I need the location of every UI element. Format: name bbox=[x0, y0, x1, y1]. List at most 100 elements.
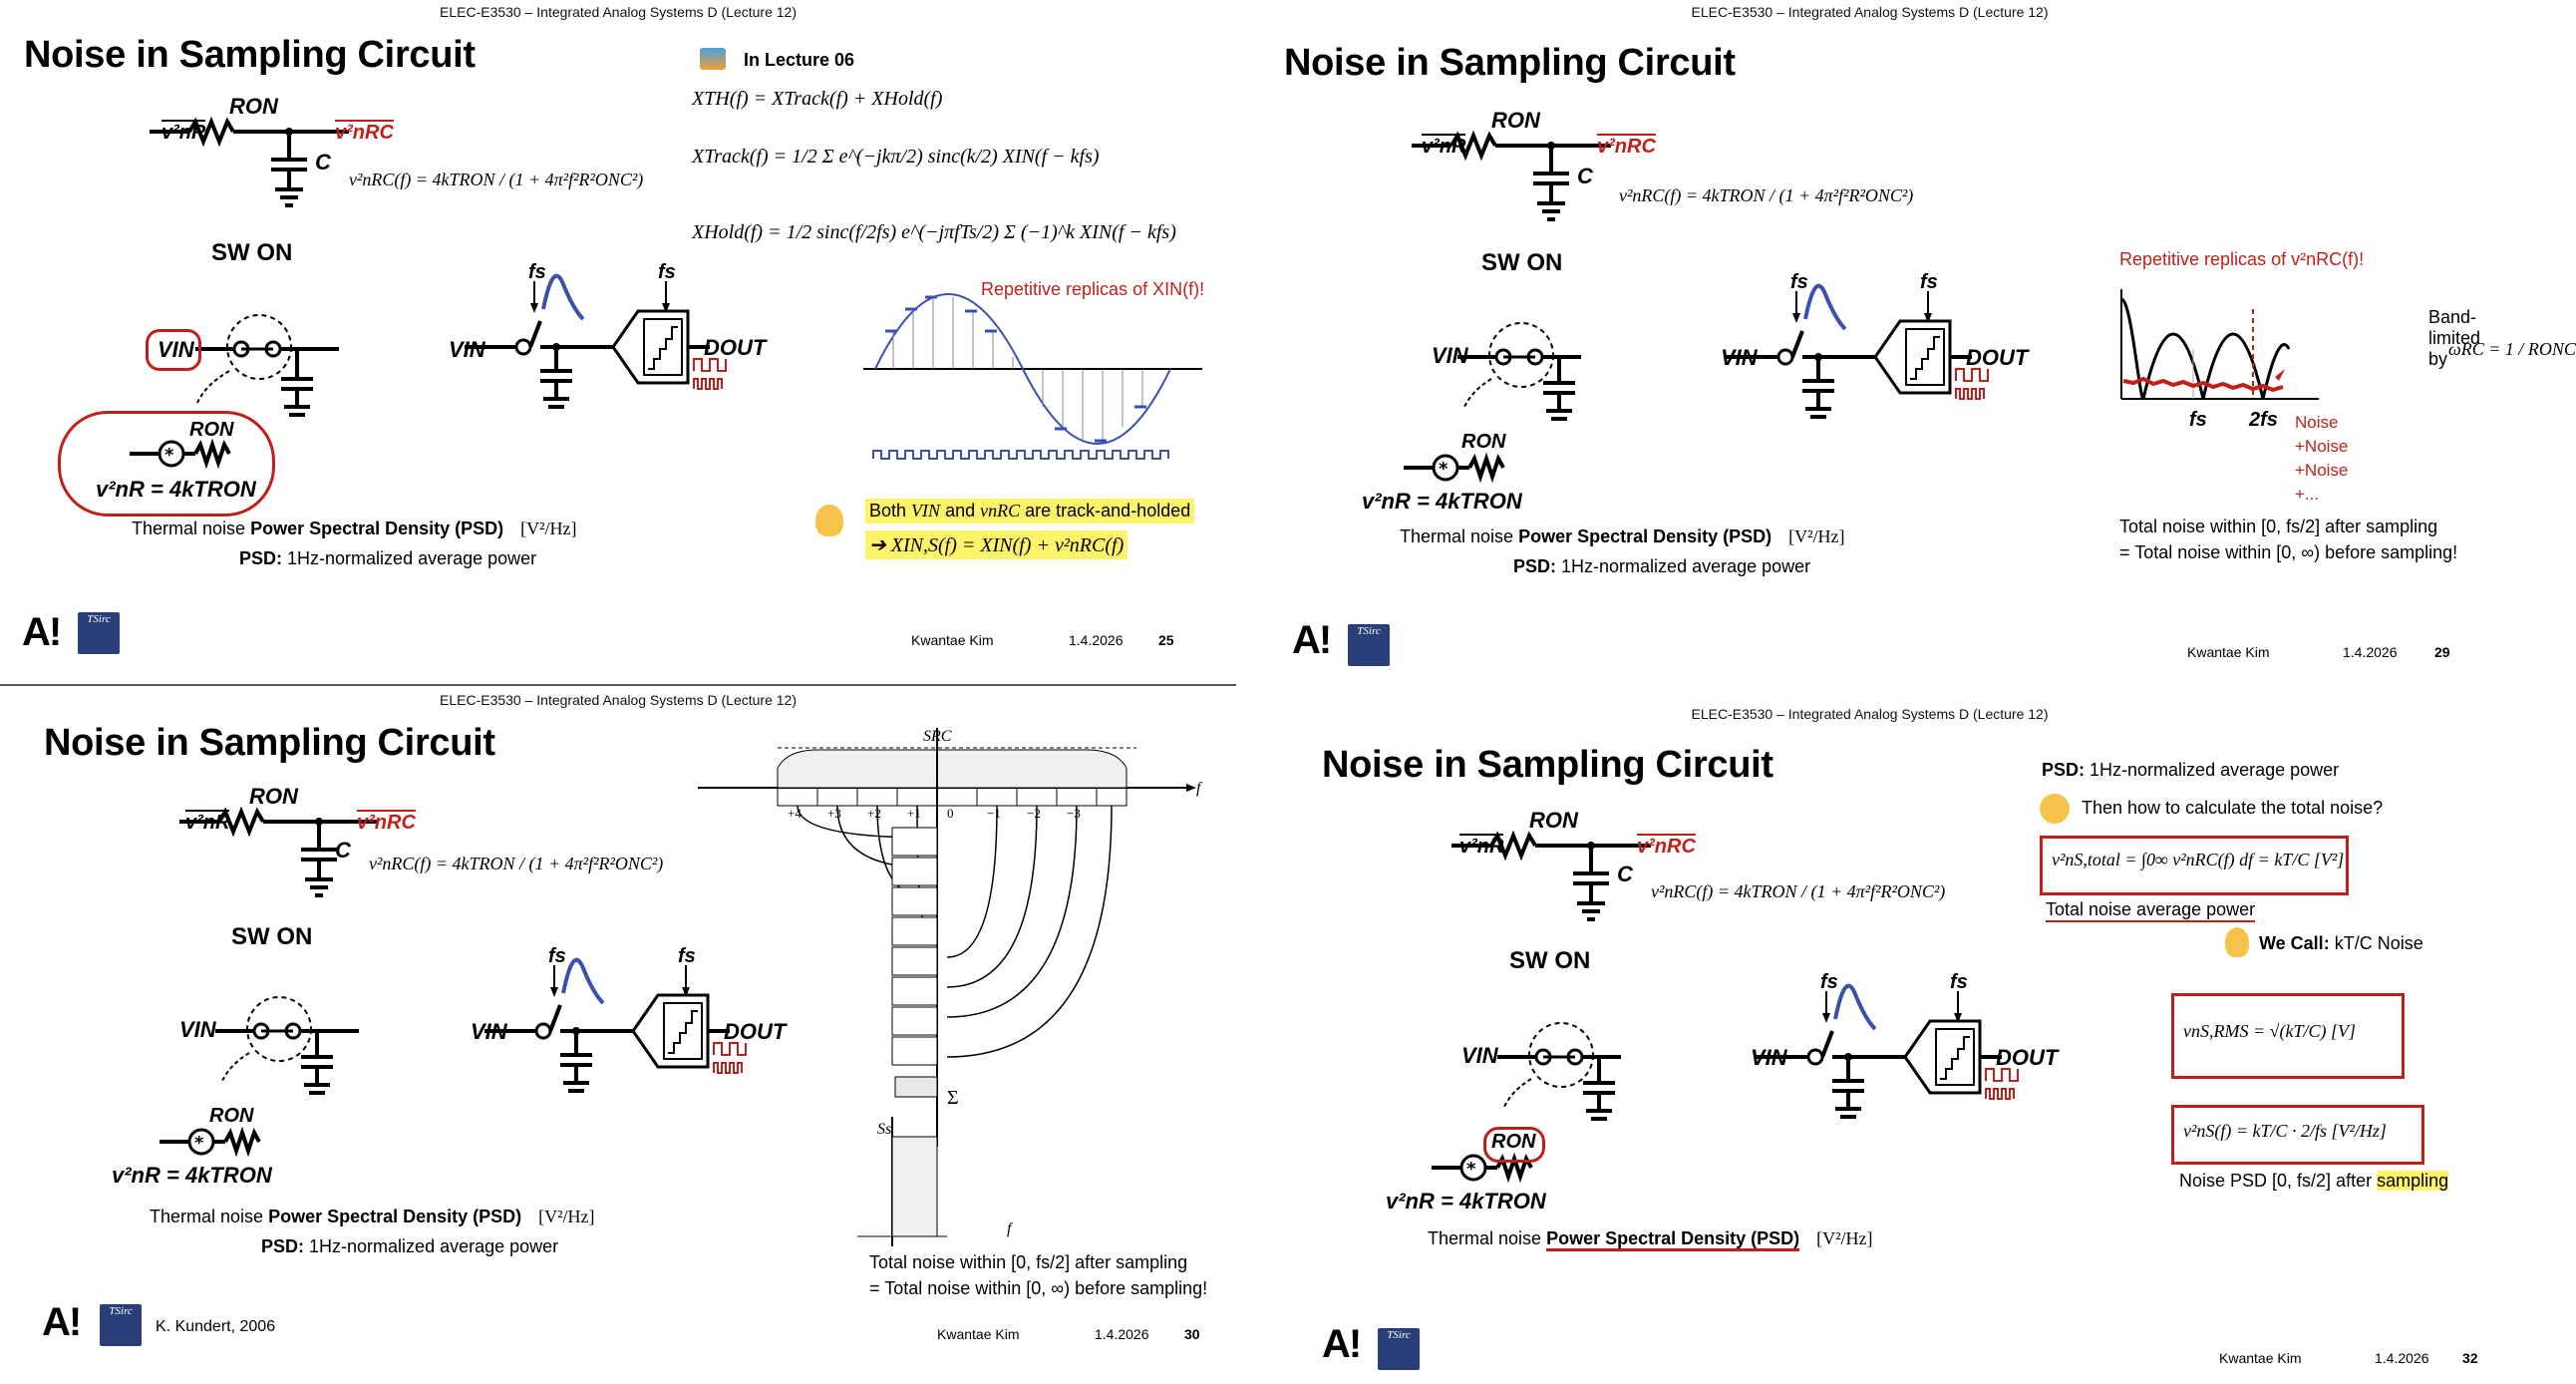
psd-equation: v²nRC(f) = 4kTRON / (1 + 4π²f²R²ONC²) bbox=[369, 854, 664, 873]
slide-32: ELEC-E3530 – Integrated Analog Systems D… bbox=[1252, 688, 2487, 1384]
course-title: ELEC-E3530 – Integrated Analog Systems D… bbox=[1691, 706, 2049, 722]
psd-desc-line: PSD: 1Hz-normalized average power bbox=[239, 548, 537, 568]
cap-label: C bbox=[1577, 164, 1593, 188]
2fs-tick: 2fs bbox=[2249, 409, 2278, 431]
eq-rms-noise: vnS,RMS = √(kT/C) [V] bbox=[2183, 1021, 2357, 1041]
ron-label: RON bbox=[249, 784, 298, 809]
svg-text:*: * bbox=[164, 445, 174, 466]
replicas-text: Repetitive replicas of v²nRC(f)! bbox=[2119, 249, 2365, 269]
slide-25: ELEC-E3530 – Integrated Analog Systems D… bbox=[0, 0, 1236, 684]
slide-29: ELEC-E3530 – Integrated Analog Systems D… bbox=[1252, 0, 2576, 684]
vnrc-label: v²nRC bbox=[1637, 834, 1696, 858]
tsirc-badge: TSirc bbox=[1378, 1328, 1420, 1370]
sampler-block bbox=[465, 273, 727, 409]
vin-sampler-label: VIN bbox=[471, 1019, 507, 1044]
track-hold-note: Both VIN and vnRC are track-and-holded bbox=[865, 499, 1195, 523]
aalto-logo: A! bbox=[1322, 1322, 1362, 1366]
fs-label-1: fs bbox=[1820, 971, 1838, 993]
author: Kwantae Kim bbox=[2219, 1350, 2302, 1366]
vin-sampler-label: VIN bbox=[1751, 1045, 1787, 1070]
eq-xtrack: XTrack(f) = 1/2 Σ e^(−jkπ/2) sinc(k/2) X… bbox=[692, 146, 1100, 168]
total-noise-line-2: = Total noise within [0, ∞) before sampl… bbox=[869, 1278, 1208, 1298]
noise-highlight-ellipse bbox=[58, 411, 275, 517]
switch-circuit bbox=[1457, 322, 1581, 421]
sw-on-label: SW ON bbox=[231, 923, 313, 950]
thinking-face-icon bbox=[2040, 794, 2070, 824]
tsirc-badge: TSirc bbox=[100, 1304, 142, 1346]
book-icon bbox=[700, 48, 726, 70]
vnr-label: v²nR bbox=[1459, 834, 1504, 858]
eq-total-noise: v²nS,total = ∫0∞ v²nRC(f) df = kT/C [V²] bbox=[2052, 850, 2345, 869]
cap-label: C bbox=[335, 838, 351, 863]
fs-label-2: fs bbox=[678, 945, 696, 967]
svg-text:*: * bbox=[194, 1133, 204, 1154]
bandlimited-text: Band-limited by bbox=[2428, 307, 2481, 369]
ron-label: RON bbox=[1529, 808, 1578, 833]
rc-circuit bbox=[150, 116, 349, 207]
rms-noise-box bbox=[2171, 993, 2405, 1079]
author: Kwantae Kim bbox=[911, 632, 994, 648]
ron-noise-label: RON bbox=[1491, 1131, 1536, 1153]
cap-label: C bbox=[315, 150, 331, 174]
slide-title: Noise in Sampling Circuit bbox=[24, 34, 476, 76]
noise-source: * bbox=[130, 438, 231, 470]
eq-noise-psd: v²nS(f) = kT/C · 2/fs [V²/Hz] bbox=[2183, 1121, 2387, 1141]
ron-highlight-circle bbox=[1483, 1127, 1545, 1163]
fs-label-1: fs bbox=[548, 945, 566, 967]
eq-xhold: XHold(f) = 1/2 sinc(f/2fs) e^(−jπfTs/2) … bbox=[692, 221, 1176, 243]
aliasing-fold-diagram bbox=[698, 728, 1196, 1246]
vnrc-label: v²nRC bbox=[335, 120, 394, 144]
page-number: 25 bbox=[1158, 632, 1174, 648]
track-hold-eq: ➔ XIN,S(f) = XIN(f) + v²nRC(f) bbox=[865, 530, 1128, 559]
fs-label-2: fs bbox=[1920, 271, 1938, 293]
lightbulb-icon bbox=[815, 505, 843, 536]
vnr-label: v²nR bbox=[1422, 134, 1466, 158]
vin-highlight-circle bbox=[146, 329, 201, 371]
noise-source: * bbox=[1404, 452, 1505, 484]
fs-label-2: fs bbox=[658, 261, 676, 283]
sampler-block bbox=[484, 957, 747, 1093]
cap-label: C bbox=[1617, 862, 1633, 886]
thermal-psd-line: Thermal noise Power Spectral Density (PS… bbox=[132, 519, 577, 538]
ron-noise-label: RON bbox=[189, 419, 234, 441]
switch-circuit bbox=[1497, 1022, 1621, 1121]
course-title: ELEC-E3530 – Integrated Analog Systems D… bbox=[1691, 4, 2049, 20]
question-text: Then how to calculate the total noise? bbox=[2082, 798, 2384, 818]
thermal-psd-line: Thermal noise Power Spectral Density (PS… bbox=[1428, 1228, 1873, 1251]
sigma-label: Σ bbox=[947, 1087, 959, 1109]
date: 1.4.2026 bbox=[1095, 1326, 1149, 1342]
fs-label-2: fs bbox=[1950, 971, 1968, 993]
fold-ticks: +4 +3 +2 +1 0 −1 −2 −3 bbox=[788, 806, 1081, 821]
psd-equation: v²nRC(f) = 4kTRON / (1 + 4π²f²R²ONC²) bbox=[1651, 881, 1946, 901]
replicas-plot bbox=[2119, 289, 2319, 401]
total-noise-box bbox=[2040, 836, 2349, 895]
psd-desc-line: PSD: 1Hz-normalized average power bbox=[1513, 556, 1811, 576]
sampler-block bbox=[1727, 283, 1989, 419]
slide-title: Noise in Sampling Circuit bbox=[1284, 42, 1736, 84]
lightbulb-icon bbox=[2225, 927, 2249, 957]
vin-label: VIN bbox=[1432, 343, 1468, 368]
thermal-psd-line: Thermal noise Power Spectral Density (PS… bbox=[150, 1207, 595, 1226]
psd-equation: v²nRC(f) = 4kTRON / (1 + 4π²f²R²ONC²) bbox=[349, 170, 644, 189]
vnr-eq-label: v²nR = 4kTRON bbox=[1386, 1189, 1546, 1213]
rc-circuit bbox=[1412, 130, 1611, 221]
f-axis-label-2: f bbox=[1007, 1220, 1012, 1237]
author: Kwantae Kim bbox=[2187, 644, 2270, 660]
total-noise-line-2: = Total noise within [0, ∞) before sampl… bbox=[2119, 542, 2458, 562]
thermal-psd-line: Thermal noise Power Spectral Density (PS… bbox=[1400, 526, 1845, 546]
noise-list: Noise +Noise +Noise +... bbox=[2295, 413, 2349, 504]
page-number: 30 bbox=[1184, 1326, 1200, 1342]
sw-on-label: SW ON bbox=[1481, 249, 1563, 276]
ron-label: RON bbox=[1491, 108, 1540, 133]
replicas-text: Repetitive replicas of XIN(f)! bbox=[981, 279, 1205, 299]
aalto-logo: A! bbox=[42, 1300, 82, 1344]
src-label: SRC bbox=[923, 728, 952, 745]
vnrc-label: v²nRC bbox=[357, 810, 416, 834]
omega-rc: ωRC = 1 / RONC bbox=[2448, 339, 2576, 359]
psd-desc-line: PSD: 1Hz-normalized average power bbox=[2042, 760, 2340, 780]
aalto-logo: A! bbox=[22, 610, 62, 654]
dout-label: DOUT bbox=[1966, 345, 2029, 370]
switch-circuit bbox=[215, 996, 359, 1095]
total-noise-line-1: Total noise within [0, fs/2] after sampl… bbox=[2119, 517, 2438, 536]
svg-text:*: * bbox=[1466, 1159, 1476, 1180]
